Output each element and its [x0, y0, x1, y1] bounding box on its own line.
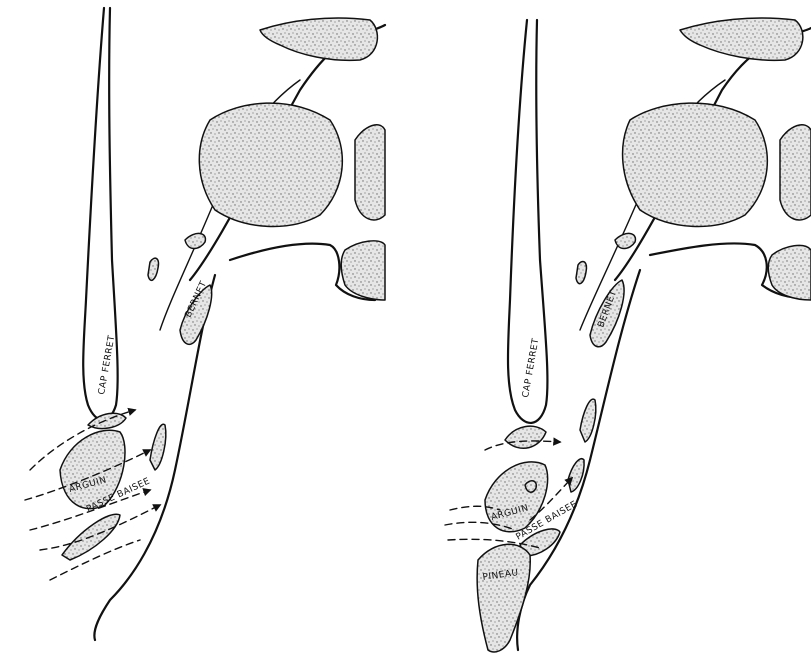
bay-island-east-left [355, 125, 385, 220]
bay-island-se-left [341, 241, 385, 300]
channel-bank-right [580, 399, 596, 442]
bay-island-large-right [623, 103, 768, 226]
bay-island-ne-left [260, 18, 377, 60]
pineau-bank-right [477, 544, 530, 652]
bay-island-ne-right [680, 18, 803, 60]
bay-islet-left [185, 233, 205, 248]
bay-islet-right [615, 233, 635, 248]
channel-islet-right [576, 261, 586, 283]
label-cap-ferret-left: CAP FERRET [97, 334, 117, 395]
small-islet-right [525, 481, 536, 492]
bay-island-large-left [199, 103, 342, 226]
channel-islet-left [148, 258, 158, 280]
sandspit-right [505, 426, 546, 448]
left-panel-map: CAP FERRET BERNET ARGUIN PASSE BAISEE [25, 8, 385, 640]
bay-island-east-right [780, 125, 811, 220]
right-panel-map: CAP FERRET BERNET ARGUIN PASSE BAISEE PI… [445, 18, 811, 652]
channel-bank-left [150, 424, 166, 470]
label-cap-ferret-right: CAP FERRET [521, 337, 541, 398]
